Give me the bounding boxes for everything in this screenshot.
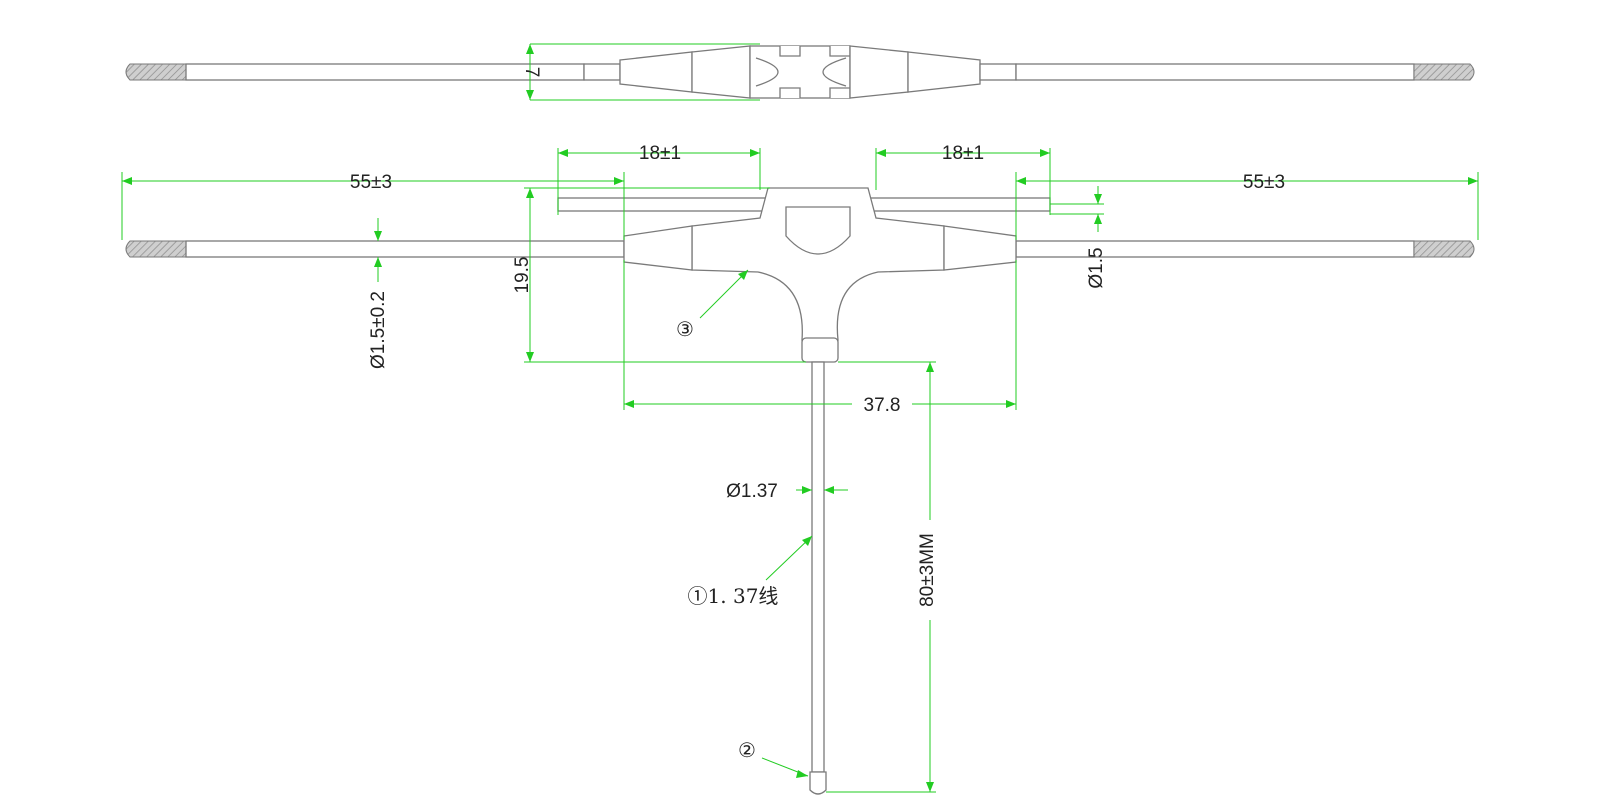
callout-label-body: ③: [676, 317, 694, 341]
left-antenna-tip: [125, 240, 187, 258]
left-antenna-arm: [185, 240, 625, 258]
dim-height-top: 7: [521, 43, 760, 101]
callout-label-cable: ①1. 37线: [688, 584, 779, 608]
left-sleeve: [623, 225, 693, 271]
dim-label-arm-diameter: Ø1.5±0.2: [368, 291, 389, 369]
right-antenna-tip-top: [1413, 63, 1475, 81]
dim-body-height: 19.5: [512, 187, 806, 363]
side-view: 7: [125, 43, 1475, 101]
left-sleeve-top: [619, 51, 693, 93]
dim-label-body-height: 19.5: [512, 257, 533, 294]
right-antenna-tip: [1413, 240, 1475, 258]
left-antenna-tip-top: [125, 63, 187, 81]
coax-cable: [811, 361, 825, 773]
callout-body: ③: [676, 269, 749, 341]
right-sleeve-top: [907, 51, 981, 93]
dim-label-branch-left: 18±1: [639, 143, 681, 164]
dim-body-width: 37.8: [623, 260, 1017, 416]
dim-label-arm-right: 55±3: [1243, 172, 1285, 193]
dim-label-body-width: 37.8: [864, 395, 901, 416]
dim-branch-left: 18±1: [557, 143, 761, 215]
dim-label-arm-left: 55±3: [350, 172, 392, 193]
dim-arm-diameter-right: Ø1.5: [1050, 186, 1107, 289]
front-view: 18±1 18±1 55±3 55±3: [121, 143, 1479, 795]
dim-arm-left: 55±3: [121, 172, 625, 240]
callout-cable: ①1. 37线: [688, 535, 813, 608]
body-window: [785, 206, 851, 255]
dim-arm-diameter: Ø1.5±0.2: [368, 218, 389, 369]
dim-label-height-top: 7: [521, 67, 542, 78]
right-antenna-arm-top: [1015, 63, 1415, 81]
dim-label-cable-length: 80±3MM: [917, 533, 938, 607]
dim-label-branch-right: 18±1: [942, 143, 984, 164]
right-sleeve: [943, 225, 1017, 271]
right-antenna-arm: [1015, 240, 1415, 258]
dim-label-cable-diameter: Ø1.37: [726, 481, 778, 502]
dim-cable-length: 80±3MM: [826, 361, 942, 793]
dim-label-arm-diameter-right: Ø1.5: [1086, 247, 1107, 288]
cable-strain-relief: [801, 337, 839, 363]
dim-cable-diameter: Ø1.37: [726, 481, 848, 502]
callout-connector: ②: [738, 738, 809, 778]
callout-label-connector: ②: [738, 738, 756, 762]
ufl-connector: [809, 771, 827, 795]
dim-arm-right: 55±3: [1015, 172, 1479, 240]
